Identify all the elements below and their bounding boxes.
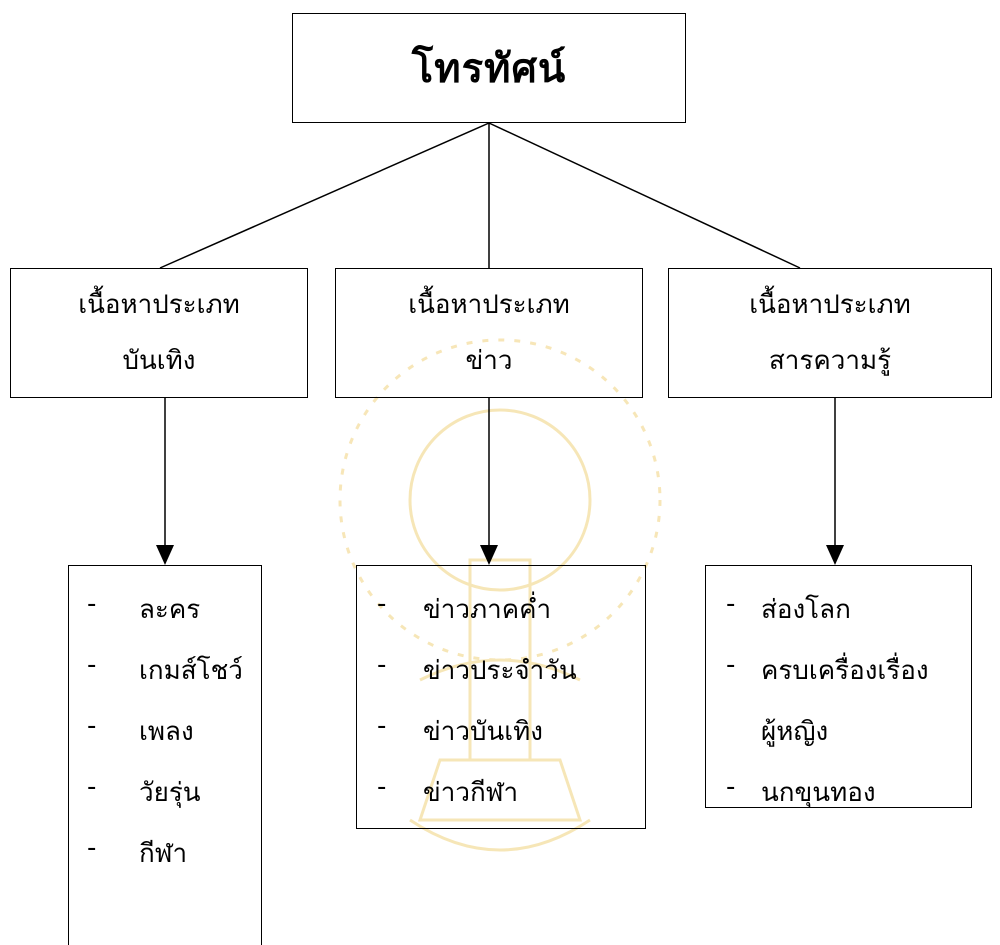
list-item: - ข่าวบันเทิง [357, 711, 645, 761]
list-item-label: ละคร [139, 595, 201, 625]
knowledge-programs-list: - ส่องโลก - ครบเครื่องเรื่อง ผู้หญิง - น… [705, 565, 972, 808]
connector-root-to-entertainment [159, 122, 490, 269]
list-bullet: - [726, 650, 736, 680]
list-item: ผู้หญิง [706, 711, 971, 761]
list-bullet: - [87, 650, 97, 680]
list-item-label: ครบเครื่องเรื่อง [761, 656, 929, 686]
arrowhead-entertainment [156, 545, 174, 565]
list-bullet: - [87, 833, 97, 863]
category-label-line2: บันเทิง [122, 346, 196, 376]
list-bullet: - [87, 772, 97, 802]
root-title: โทรทัศน์ [411, 46, 567, 92]
list-item-label: ข่าวภาคค่ำ [423, 595, 552, 625]
category-label-line1: เนื้อหาประเภท [78, 290, 240, 320]
category-news-box: เนื้อหาประเภท ข่าว [335, 268, 643, 398]
list-item: - ส่องโลก [706, 589, 971, 639]
category-label-line2: สารความรู้ [768, 346, 892, 376]
list-item: - เกมส์โชว์ [69, 650, 261, 700]
list-item: - ข่าวภาคค่ำ [357, 589, 645, 639]
arrowhead-knowledge [826, 545, 844, 565]
list-item-label: วัยรุ่น [139, 778, 201, 808]
list-item: - เพลง [69, 711, 261, 761]
list-item-label: ข่าวบันเทิง [423, 717, 543, 747]
root-node-box: โทรทัศน์ [292, 13, 686, 123]
connector-root-to-knowledge [488, 122, 801, 269]
list-bullet: - [377, 650, 387, 680]
list-item-label: นกขุนทอง [761, 778, 876, 808]
list-bullet: - [377, 772, 387, 802]
list-item: - กีฬา [69, 833, 261, 883]
list-item: - ครบเครื่องเรื่อง [706, 650, 971, 700]
entertainment-programs-list: - ละคร - เกมส์โชว์ - เพลง - วัยรุ่น - กี… [68, 565, 262, 945]
list-item-label: ข่าวกีฬา [423, 778, 519, 808]
list-bullet: - [87, 711, 97, 741]
category-knowledge-box: เนื้อหาประเภท สารความรู้ [668, 268, 992, 398]
category-entertainment-box: เนื้อหาประเภท บันเทิง [10, 268, 308, 398]
list-item-label: กีฬา [139, 839, 188, 869]
list-bullet: - [377, 589, 387, 619]
list-item: - ข่าวประจำวัน [357, 650, 645, 700]
list-bullet: - [726, 589, 736, 619]
list-bullet: - [377, 711, 387, 741]
list-item: - วัยรุ่น [69, 772, 261, 822]
category-label-line1: เนื้อหาประเภท [749, 290, 911, 320]
list-item: - ละคร [69, 589, 261, 639]
list-item-label: ผู้หญิง [761, 717, 829, 747]
list-item-label: ส่องโลก [761, 595, 851, 625]
list-bullet: - [87, 589, 97, 619]
list-item-label: เกมส์โชว์ [139, 656, 243, 686]
list-bullet: - [726, 772, 736, 802]
list-item: - นกขุนทอง [706, 772, 971, 822]
news-programs-list: - ข่าวภาคค่ำ - ข่าวประจำวัน - ข่าวบันเทิ… [356, 565, 646, 829]
list-item-label: ข่าวประจำวัน [423, 656, 577, 686]
arrowhead-news [480, 545, 498, 565]
list-item: - ข่าวกีฬา [357, 772, 645, 822]
category-label-line2: ข่าว [465, 346, 513, 376]
list-item-label: เพลง [139, 717, 194, 747]
category-label-line1: เนื้อหาประเภท [408, 290, 570, 320]
